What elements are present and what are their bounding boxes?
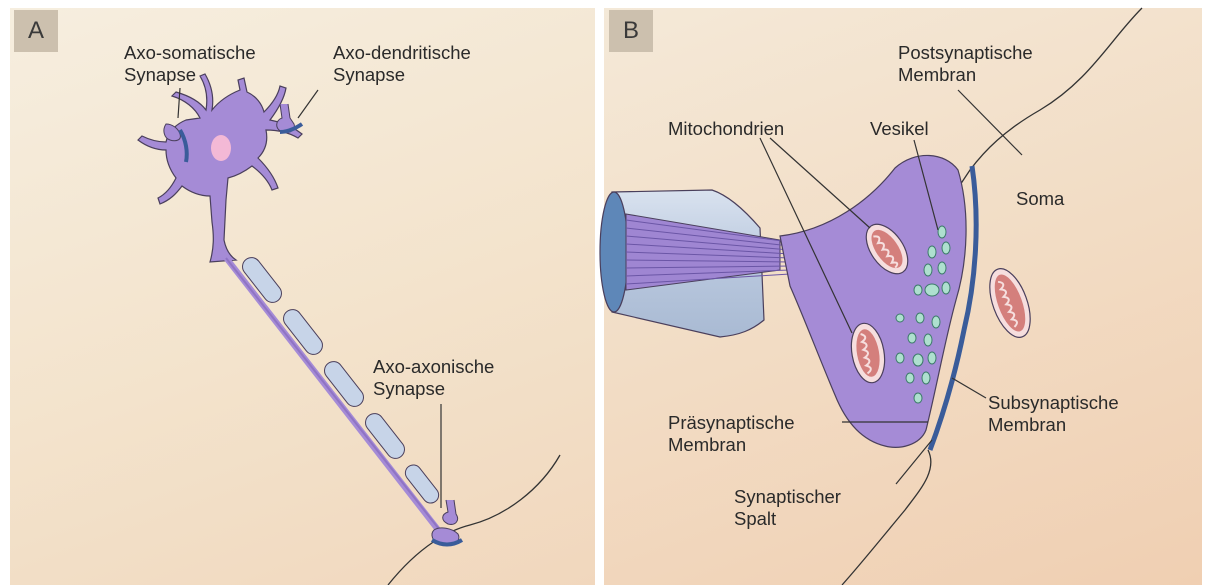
- label-axo-axonic-synapse: Axo-axonische Synapse: [373, 356, 494, 400]
- label-mitochondria: Mitochondrien: [668, 118, 784, 140]
- soma-nucleus: [211, 135, 231, 161]
- presynaptic-terminal: [780, 155, 966, 447]
- neuron-soma: [138, 74, 302, 262]
- axon-cylinder-end: [600, 192, 628, 312]
- leader-subsynaptic: [952, 378, 986, 398]
- panel-b-tag: B: [609, 10, 653, 52]
- leader-axo-dendritic: [298, 90, 318, 118]
- leader-postsynaptic: [958, 90, 1022, 155]
- panel-a-tag: A: [14, 10, 58, 52]
- label-axo-dendritic-synapse: Axo-dendritische Synapse: [333, 42, 471, 86]
- axo-axonic-terminal: [443, 500, 458, 524]
- soma-outline: [960, 8, 1142, 185]
- label-synaptic-cleft: Synaptischer Spalt: [734, 486, 841, 530]
- label-axo-somatic-synapse: Axo-somatische Synapse: [124, 42, 256, 86]
- label-presynaptic-membrane: Präsynaptische Membran: [668, 412, 794, 456]
- label-soma: Soma: [1016, 188, 1064, 210]
- leader-mito-1: [770, 138, 870, 228]
- soma-outline-lower: [842, 450, 931, 585]
- label-subsynaptic-membrane: Subsynaptische Membran: [988, 392, 1119, 436]
- postsynaptic-mitochondrion: [982, 263, 1039, 342]
- label-postsynaptic-membrane: Postsynaptische Membran: [898, 42, 1033, 86]
- label-vesicles: Vesikel: [870, 118, 929, 140]
